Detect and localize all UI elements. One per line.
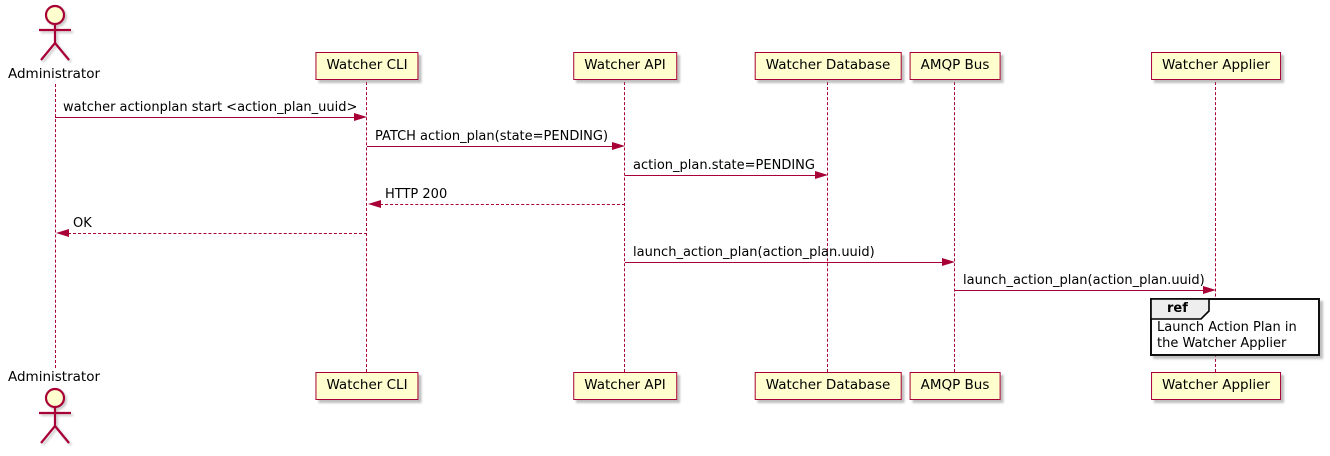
- participant-bottom-watcher-api: Watcher API: [573, 372, 677, 400]
- arrowhead-icon: [612, 142, 625, 150]
- message-line: [625, 175, 816, 176]
- message-line: [367, 146, 613, 147]
- participant-bottom-watcher-database: Watcher Database: [754, 372, 902, 400]
- arrowhead-icon: [56, 229, 69, 237]
- ref-header-shape: [1151, 299, 1210, 320]
- lifeline-watcher-api: [624, 82, 625, 372]
- actor-label-bottom: Administrator: [7, 369, 101, 385]
- participant-bottom-watcher-applier: Watcher Applier: [1151, 372, 1281, 400]
- message-label: action_plan.state=PENDING: [633, 158, 815, 173]
- lifeline-watcher-applier: [1215, 82, 1216, 372]
- participant-bottom-amqp-bus: AMQP Bus: [909, 372, 1001, 400]
- message-line: [55, 117, 355, 118]
- message-line: [68, 233, 367, 234]
- participant-bottom-watcher-cli: Watcher CLI: [315, 372, 419, 400]
- message-line: [625, 262, 943, 263]
- participant-top-amqp-bus: AMQP Bus: [909, 52, 1001, 80]
- message-label: HTTP 200: [385, 187, 448, 202]
- actor-label-top: Administrator: [7, 66, 101, 82]
- actor-icon: [39, 387, 71, 444]
- message-label: PATCH action_plan(state=PENDING): [375, 129, 609, 144]
- participant-top-watcher-api: Watcher API: [573, 52, 677, 80]
- lifeline-watcher-cli: [366, 82, 367, 372]
- message-label: OK: [73, 216, 92, 231]
- ref-fragment: ref Launch Action Plan in the Watcher Ap…: [1150, 298, 1320, 356]
- participant-top-watcher-database: Watcher Database: [754, 52, 902, 80]
- lifeline-amqp-bus: [954, 82, 955, 372]
- participant-top-watcher-applier: Watcher Applier: [1151, 52, 1281, 80]
- arrowhead-icon: [1203, 286, 1216, 294]
- ref-label: Launch Action Plan in the Watcher Applie…: [1157, 320, 1297, 351]
- arrowhead-icon: [942, 258, 955, 266]
- message-line: [380, 204, 625, 205]
- lifeline-administrator: [55, 84, 56, 368]
- message-label: launch_action_plan(action_plan.uuid): [633, 245, 875, 260]
- participant-top-watcher-cli: Watcher CLI: [315, 52, 419, 80]
- message-label: launch_action_plan(action_plan.uuid): [963, 273, 1205, 288]
- arrowhead-icon: [354, 113, 367, 121]
- arrowhead-icon: [368, 200, 381, 208]
- message-label: watcher actionplan start <action_plan_uu…: [63, 100, 358, 115]
- message-line: [955, 290, 1204, 291]
- actor-icon: [39, 4, 71, 61]
- lifeline-watcher-database: [827, 82, 828, 372]
- arrowhead-icon: [815, 171, 828, 179]
- ref-keyword: ref: [1167, 301, 1188, 316]
